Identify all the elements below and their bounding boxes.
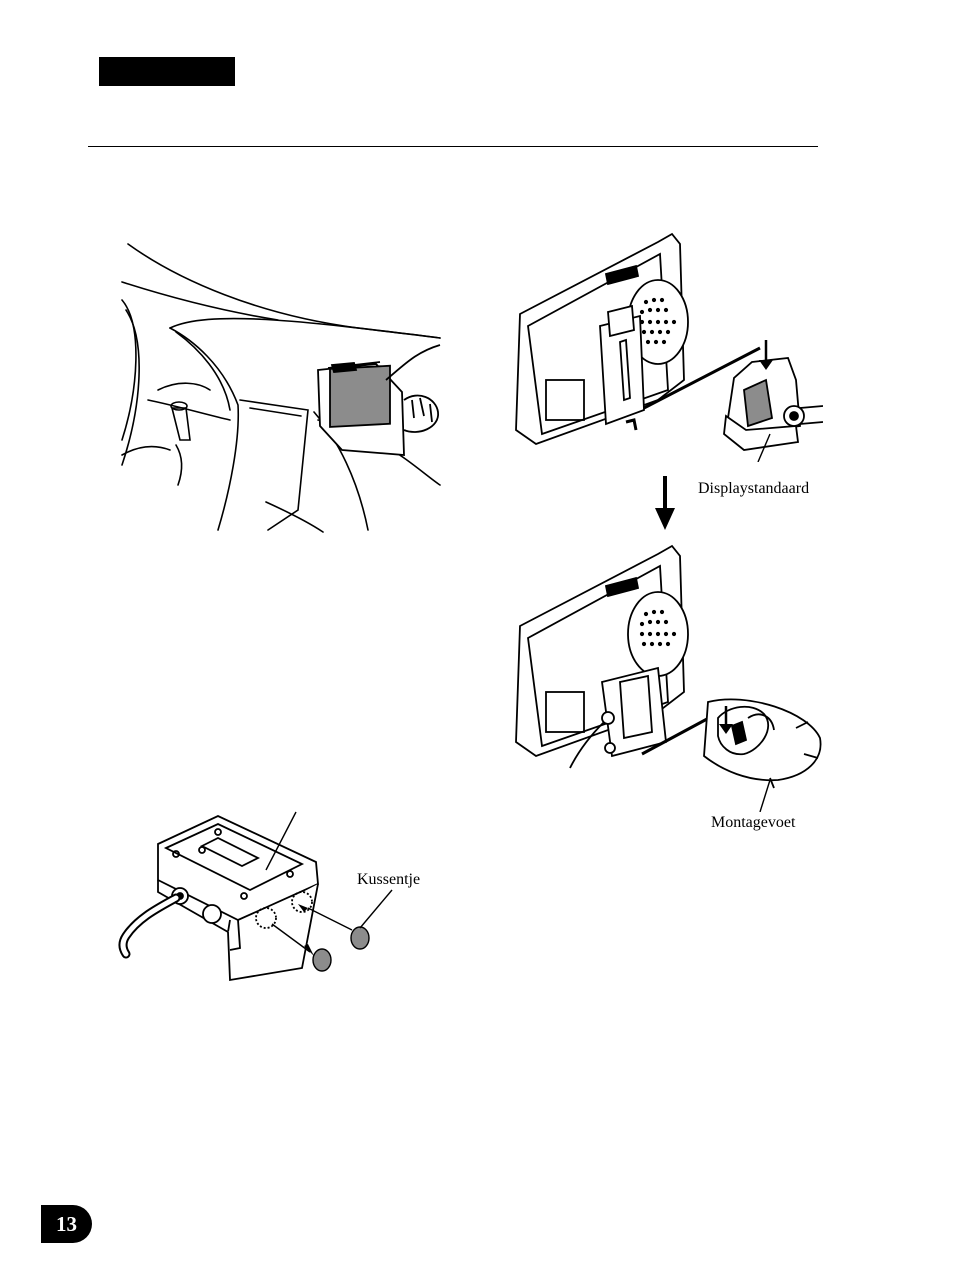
pad-label: Kussentje bbox=[357, 871, 420, 889]
arrow-down-icon bbox=[654, 476, 676, 530]
page-number: 13 bbox=[41, 1205, 92, 1243]
display-stand-label: Displaystandaard bbox=[698, 480, 809, 498]
dashboard-illustration bbox=[118, 240, 448, 535]
pad-attach-illustration bbox=[118, 808, 438, 990]
section-rule bbox=[88, 146, 818, 147]
mount-base-attach-illustration bbox=[508, 542, 823, 812]
mount-base-label: Montagevoet bbox=[711, 814, 795, 832]
display-stand-attach-illustration bbox=[508, 230, 823, 462]
header-block bbox=[99, 57, 235, 86]
